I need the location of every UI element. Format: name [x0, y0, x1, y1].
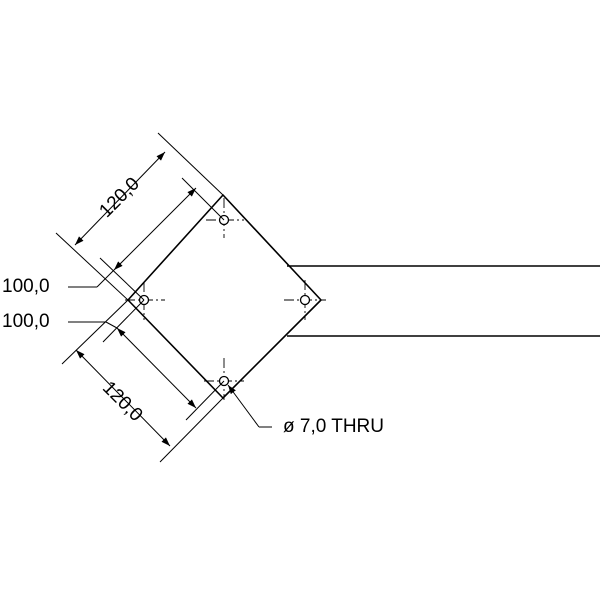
hole-callout-label: ø 7,0 THRU [283, 416, 384, 437]
mounting-plate [127, 194, 322, 399]
dimension-hole-spacing-upper-label: 100,0 [2, 276, 50, 297]
mounting-holes [138, 214, 311, 387]
dimension-hole-spacing-lower: 100,0 [2, 299, 225, 421]
dimension-hole-spacing-lower-label: 100,0 [2, 311, 50, 332]
hole-right [299, 294, 311, 306]
dimension-width-bottom: 120,0 [61, 299, 224, 463]
dimension-hole-spacing-upper: 100,0 [2, 177, 225, 301]
dimension-width-bottom-label: 120,0 [98, 377, 146, 425]
hole-callout: ø 7,0 THRU [227, 384, 384, 437]
arm-outline [287, 265, 600, 337]
dimension-width-top: 120,0 [55, 132, 224, 301]
